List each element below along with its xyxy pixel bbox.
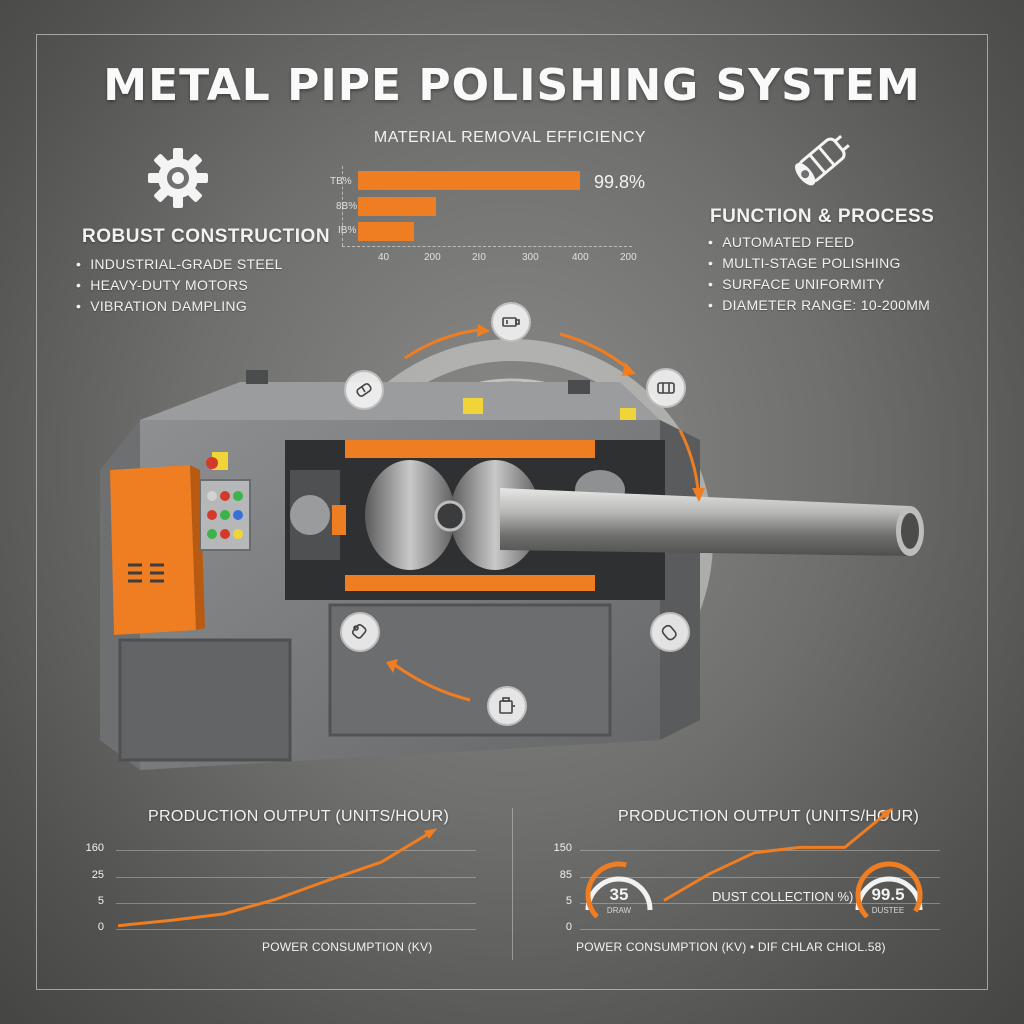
border-frame [36, 34, 988, 990]
list-item: DIAMETER RANGE: 10-200MM [708, 295, 930, 316]
grid-line [580, 903, 940, 904]
page-title: METAL PIPE POLISHING SYSTEM [103, 60, 921, 111]
process-stage [340, 612, 380, 652]
gauge-dust [855, 861, 923, 918]
gauge-caption: DRAW [606, 906, 632, 915]
control-cabinet [110, 452, 251, 635]
y-tick: 5 [97, 895, 104, 907]
grid-line [116, 877, 476, 878]
y-tick: 0 [565, 921, 572, 933]
rough-polish-icon [657, 382, 675, 394]
grid-line [116, 929, 476, 930]
polishing-wheel [365, 460, 455, 570]
metal-pipe [500, 488, 924, 556]
y-tick: 160 [85, 842, 104, 854]
efficiency-axis [342, 166, 343, 246]
efficiency-row-label: 8B% [336, 201, 358, 212]
efficiency-chart-title: MATERIAL REMOVAL EFFICIENCY [373, 129, 647, 146]
efficiency-x-tick: 40 [378, 252, 390, 263]
output-icon [351, 623, 367, 639]
efficiency-row-label: IB% [338, 225, 357, 236]
process-stage [646, 368, 686, 408]
grid-line [580, 850, 940, 851]
series-line [117, 829, 435, 928]
y-tick: 85 [559, 869, 572, 881]
efficiency-bar [358, 222, 414, 241]
efficiency-x-tick: 200 [620, 252, 637, 263]
y-tick: 5 [565, 895, 572, 907]
construction-title: ROBUST CONSTRUCTION [82, 226, 331, 247]
feed-stage-icon [502, 317, 520, 327]
process-stage [487, 686, 527, 726]
x-axis-label: POWER CONSUMPTION (KV) [262, 940, 433, 954]
pipe-load-icon [356, 383, 372, 397]
y-tick: 150 [553, 842, 572, 854]
list-item: VIBRATION DAMPLING [76, 296, 283, 317]
list-item: HEAVY-DUTY MOTORS [76, 275, 283, 296]
gauge-value: 99.5 [871, 885, 905, 904]
process-stage [344, 370, 384, 410]
process-stage [491, 302, 531, 342]
y-tick: 0 [97, 921, 104, 933]
grid-line [116, 850, 476, 851]
list-item: INDUSTRIAL-GRADE STEEL [76, 254, 283, 275]
chart-plot [663, 807, 894, 902]
grid-line [116, 903, 476, 904]
list-item: AUTOMATED FEED [708, 232, 930, 253]
efficiency-x-tick: 400 [572, 252, 589, 263]
chart-title: PRODUCTION OUTPUT (UNITS/HOUR) [148, 808, 450, 825]
pipe-icon [795, 134, 850, 186]
construction-list: INDUSTRIAL-GRADE STEEL HEAVY-DUTY MOTORS… [76, 254, 283, 317]
efficiency-x-tick: 2I0 [472, 252, 486, 263]
efficiency-bar [358, 171, 580, 190]
efficiency-value: 99.8% [594, 172, 646, 192]
gauge-caption: DUSTEE [871, 906, 905, 915]
fine-polish-icon [661, 624, 677, 641]
process-stage [650, 612, 690, 652]
grid-line [580, 877, 940, 878]
series-arrowhead [880, 807, 894, 820]
list-item: SURFACE UNIFORMITY [708, 274, 930, 295]
efficiency-x-tick: 300 [522, 252, 539, 263]
process-list: AUTOMATED FEED MULTI-STAGE POLISHING SUR… [708, 232, 930, 316]
x-axis-label: POWER CONSUMPTION (KV) • DIF CHLAR CHIOL… [576, 940, 886, 954]
series-line [663, 809, 891, 902]
dust-collection-label: DUST COLLECTION %) [712, 889, 854, 904]
gauge-value: 35 [609, 885, 629, 904]
chart-divider [512, 808, 513, 960]
gauge-draw [585, 861, 653, 918]
gear-icon [148, 148, 208, 208]
efficiency-bar [358, 197, 436, 216]
efficiency-row-label: TB% [330, 176, 352, 187]
chart-plot [117, 828, 438, 928]
chart-title: PRODUCTION OUTPUT (UNITS/HOUR) [618, 808, 920, 825]
process-title: FUNCTION & PROCESS [710, 206, 935, 227]
efficiency-baseline [342, 246, 632, 247]
inspect-icon [499, 697, 515, 714]
series-arrowhead [424, 828, 438, 839]
efficiency-x-tick: 200 [424, 252, 441, 263]
y-tick: 25 [91, 869, 104, 881]
list-item: MULTI-STAGE POLISHING [708, 253, 930, 274]
grid-line [580, 929, 940, 930]
